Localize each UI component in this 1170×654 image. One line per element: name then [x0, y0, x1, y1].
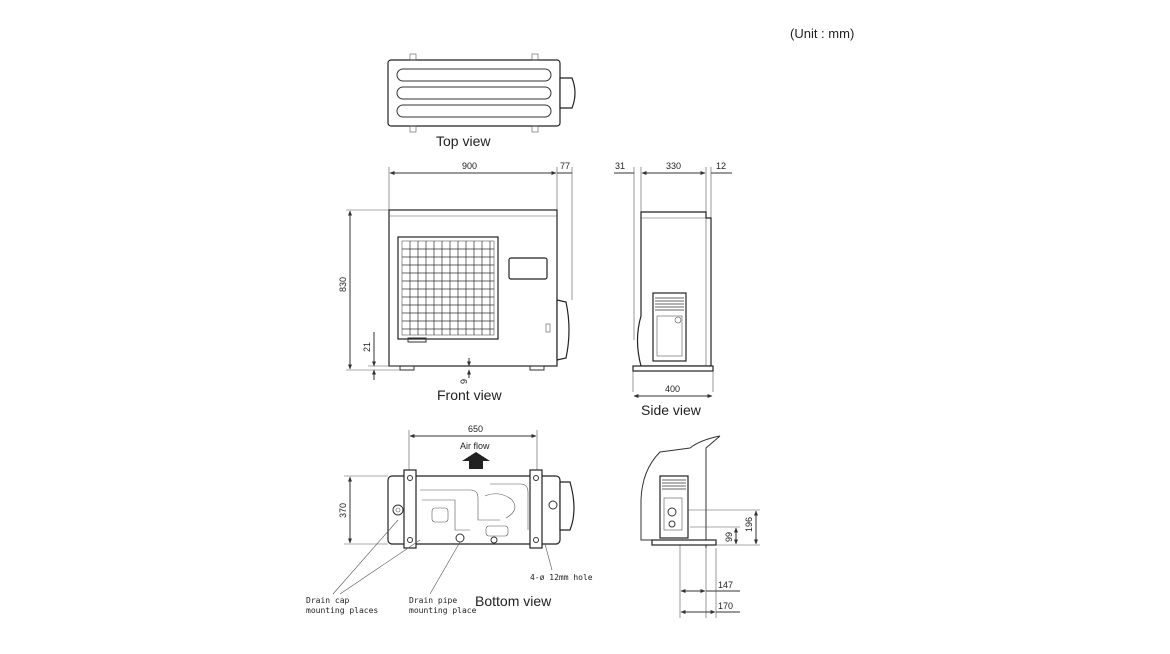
drain-cap-note-line2: mounting places: [306, 606, 378, 615]
bottom-dim-span: 650: [468, 424, 483, 434]
detail-dim-99: 99: [724, 532, 734, 542]
top-view: Top view: [387, 53, 576, 149]
front-view: 900 77: [338, 161, 573, 403]
detail-dim-196: 196: [744, 517, 754, 532]
drain-pipe-note-line1: Drain pipe: [409, 596, 457, 605]
side-dim-left: 31: [615, 161, 625, 171]
bottom-view: 650 Air flow 370 4-ø 12mm hole: [306, 424, 593, 615]
detail-dim-170: 170: [718, 601, 733, 611]
bottom-view-caption: Bottom view: [475, 593, 552, 609]
front-dim-protrusion: 77: [560, 161, 570, 171]
detail-dim-147: 147: [718, 580, 733, 590]
side-view: 31 330 12 400 Side view: [614, 161, 732, 418]
side-dim-base: 400: [665, 384, 680, 394]
drain-pipe-note-line2: mounting place: [409, 606, 477, 615]
front-dim-gap: 9: [459, 379, 469, 384]
side-dim-depth: 330: [666, 161, 681, 171]
air-flow-arrow-icon: [462, 452, 490, 469]
front-dim-width: 900: [462, 161, 477, 171]
front-dim-height: 830: [338, 277, 348, 292]
air-flow-label: Air flow: [460, 441, 490, 451]
bottom-dim-depth: 370: [338, 503, 348, 518]
side-dim-right: 12: [716, 161, 726, 171]
top-view-caption: Top view: [436, 133, 491, 149]
unit-label: (Unit : mm): [790, 26, 854, 41]
front-view-caption: Front view: [437, 387, 502, 403]
side-view-caption: Side view: [641, 402, 702, 418]
drain-cap-note-line1: Drain cap: [306, 596, 350, 605]
detail-view: 196 99 147 170: [640, 435, 760, 618]
front-dim-foot: 21: [362, 342, 372, 352]
hole-note: 4-ø 12mm hole: [530, 573, 593, 582]
